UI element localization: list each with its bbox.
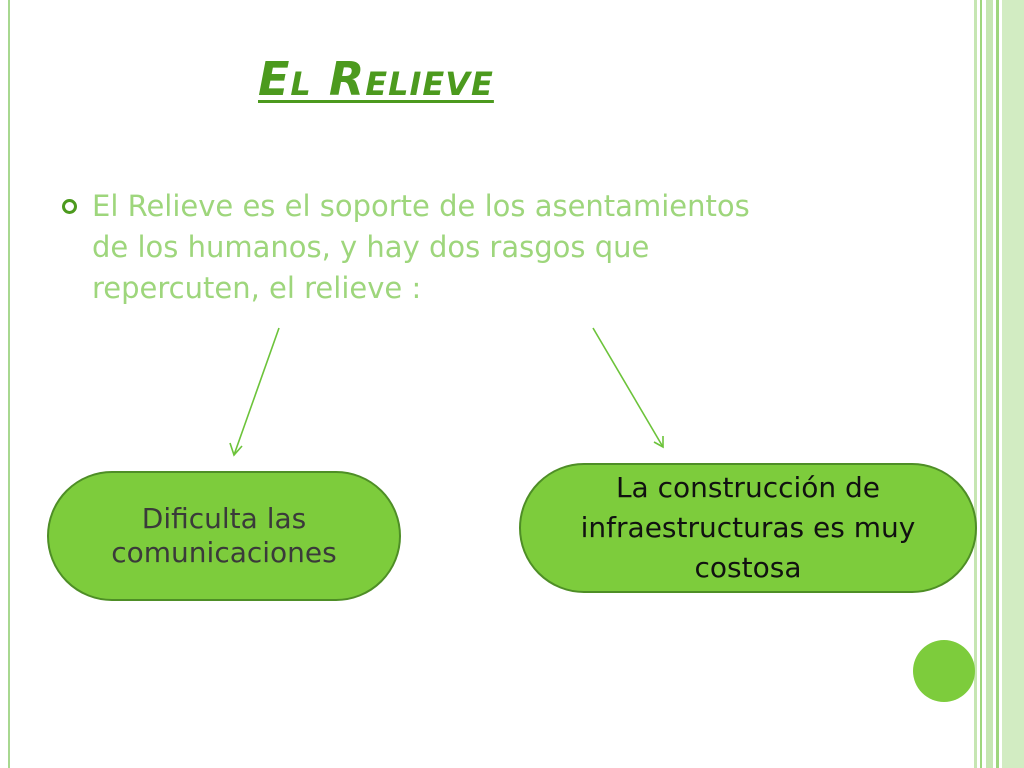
slide-title: El Relieve — [258, 52, 494, 106]
bullet-line: de los humanos, y hay dos rasgos que — [92, 230, 650, 264]
box-construccion-infraestructuras: La construcción de infraestructuras es m… — [519, 463, 977, 593]
arrow-left — [229, 327, 280, 457]
stripe — [974, 0, 977, 768]
arrow-right — [592, 327, 664, 449]
stripe — [996, 0, 999, 768]
right-decorative-stripes — [974, 0, 1024, 768]
stripe — [986, 0, 993, 768]
bullet-text: El Relieve es el soporte de los asentami… — [92, 186, 852, 309]
box-dificulta-comunicaciones: Dificulta las comunicaciones — [47, 471, 401, 601]
stripe — [1002, 0, 1024, 768]
box-line: comunicaciones — [111, 536, 337, 569]
left-border-line — [8, 0, 10, 768]
box-line: costosa — [694, 551, 802, 584]
box-line: infraestructuras es muy — [580, 511, 916, 544]
bullet-line: repercuten, el relieve : — [92, 271, 422, 305]
stripe — [980, 0, 982, 768]
bullet-circle-icon — [62, 199, 77, 214]
box-line: La construcción de — [615, 471, 881, 504]
decorative-green-dot — [913, 640, 975, 702]
bullet-line: El Relieve es el soporte de los asentami… — [92, 189, 750, 223]
box-line: Dificulta las — [141, 502, 307, 535]
